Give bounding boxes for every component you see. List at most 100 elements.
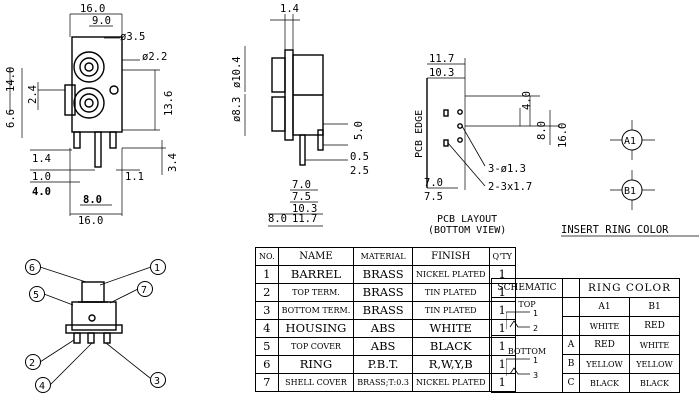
dim-side-2-5: 2.5 (350, 165, 369, 177)
dim-front-width-bottom: 16.0 (78, 215, 103, 227)
dim-front-1-0: 1.0 (32, 171, 51, 183)
bom-cell-finish: NICKEL PLATED (411, 373, 490, 392)
ring-col-a1: A1 (579, 297, 630, 317)
dim-pcb-10-3: 10.3 (429, 67, 454, 79)
ring-col-b1: B1 (629, 297, 680, 317)
jack-schematic-top-icon: 1 2 (506, 309, 538, 333)
ring-color-table: SCHEMATIC RING COLOR TOP 1 2 A1 B1 WHITE… (491, 278, 680, 393)
bom-cell-material: BRASS (353, 265, 413, 284)
bom-header-row: NO. NAME MATERIAL FINISH Q'TY (255, 247, 516, 266)
bom-cell-no: 3 (255, 301, 279, 320)
ring-b-a1: YELLOW (579, 354, 630, 374)
pcb-layout-caption: PCB LAYOUT (437, 214, 497, 225)
callout-1: 1 (154, 263, 160, 274)
dim-pcb-8-0: 8.0 (536, 121, 548, 140)
ring-c-b1: BLACK (629, 373, 680, 393)
dim-front-width-top: 16.0 (80, 3, 105, 15)
table-row: 6 RING P.B.T. R,W,Y,B 1 (255, 355, 516, 374)
ring-top-a1: WHITE (579, 316, 630, 336)
bom-cell-name: SHELL COVER (277, 373, 355, 392)
bom-header-qty: Q'TY (488, 247, 516, 266)
dim-front-1-1: 1.1 (125, 171, 144, 183)
dim-side-10-3: 10.3 (292, 203, 317, 215)
pcb-layout: 11.7 10.3 4.0 8.0 16.0 3-ø1.3 2-3x1.7 7.… (414, 53, 569, 236)
dim-side-11-7: 11.7 (292, 213, 317, 225)
bom-table: NO. NAME MATERIAL FINISH Q'TY 1 BARREL B… (255, 247, 516, 392)
dim-front-4-0: 4.0 (32, 186, 51, 198)
bom-cell-no: 6 (255, 355, 279, 374)
ring-c-a1: BLACK (579, 373, 630, 393)
table-row: B YELLOW YELLOW (492, 354, 680, 374)
dim-front-2-4: 2.4 (27, 85, 39, 104)
table-row: 5 TOP COVER ABS BLACK 1 (255, 337, 516, 356)
dim-side-dia-10-4: ø10.4 (231, 56, 243, 88)
pcb-layout-subcaption: (BOTTOM VIEW) (428, 225, 506, 236)
schematic-bottom: BOTTOM 1 3 (491, 335, 563, 393)
ring-header-schematic: SCHEMATIC (491, 278, 563, 298)
insert-ring-color: A1 B1 INSERT RING COLOR (561, 120, 699, 237)
dim-pcb-7-0: 7.0 (424, 177, 443, 189)
ring-top-b1: RED (629, 316, 680, 336)
ring-key-blank (562, 316, 580, 336)
bottom-pin-1: 1 (533, 356, 538, 365)
dim-pcb-7-5: 7.5 (424, 191, 443, 203)
bom-cell-no: 4 (255, 319, 279, 338)
dim-side-7-5: 7.5 (292, 191, 311, 203)
ring-key-blank (562, 297, 580, 317)
dim-side-5-0: 5.0 (353, 121, 365, 140)
dim-front-height: 14.0 (5, 67, 17, 92)
ring-a-a1: RED (579, 335, 630, 355)
table-row: WHITE RED (492, 316, 680, 336)
bom-cell-material: P.B.T. (353, 355, 413, 374)
dim-pcb-16-0: 16.0 (557, 123, 569, 148)
bom-cell-finish: NICKEL PLATED (411, 265, 490, 284)
bom-cell-no: 1 (255, 265, 279, 284)
dim-pcb-holes: 3-ø1.3 (488, 163, 526, 175)
dim-side-1-4: 1.4 (280, 3, 299, 15)
dim-side-8-0: 8.0 (268, 213, 287, 225)
bom-cell-material: BRASS (353, 283, 413, 302)
jack-schematic-bottom-icon: 1 3 (506, 356, 538, 380)
pcb-edge-label: PCB EDGE (414, 110, 425, 158)
exploded-view: 6 1 5 7 2 4 3 (25, 259, 166, 393)
ring-key-c: C (562, 373, 580, 393)
dim-front-3-4: 3.4 (167, 153, 179, 172)
dim-front-jack-dia: ø3.5 (120, 31, 145, 43)
dim-pcb-4-0: 4.0 (521, 91, 533, 110)
ring-key-a: A (562, 335, 580, 355)
ring-a1-label: A1 (624, 136, 636, 147)
callout-2: 2 (29, 358, 35, 369)
bom-cell-no: 2 (255, 283, 279, 302)
dim-side-0-5: 0.5 (350, 151, 369, 163)
bom-cell-name: TOP TERM. (277, 283, 355, 302)
dim-pcb-slots: 2-3x1.7 (488, 181, 532, 193)
ring-a-b1: WHITE (629, 335, 680, 355)
bom-cell-name: TOP COVER (277, 337, 355, 356)
front-view: 16.0 9.0 ø3.5 ø2.2 6.6 14.0 2.4 13.6 1.4… (5, 3, 179, 227)
bottom-pin-3: 3 (533, 371, 538, 380)
bom-cell-finish: BLACK (411, 337, 490, 356)
dim-side-7-0: 7.0 (292, 179, 311, 191)
table-row: TOP 1 2 A1 B1 (491, 297, 680, 336)
table-row: 2 TOP TERM. BRASS TIN PLATED 1 (255, 283, 516, 302)
callout-3: 3 (154, 376, 160, 387)
dim-pcb-11-7: 11.7 (429, 53, 454, 65)
bom-cell-finish: TIN PLATED (411, 301, 490, 320)
bom-cell-material: BRASS;T:0.3 (353, 373, 413, 392)
callout-5: 5 (33, 290, 39, 301)
ring-header-row: SCHEMATIC RING COLOR (491, 278, 680, 298)
bom-cell-finish: WHITE (411, 319, 490, 338)
bom-cell-no: 5 (255, 337, 279, 356)
bom-cell-name: HOUSING (277, 319, 355, 338)
bom-header-finish: FINISH (411, 247, 490, 266)
dim-front-13-6: 13.6 (163, 91, 175, 116)
callout-7: 7 (141, 285, 147, 296)
top-pin-1: 1 (533, 309, 538, 318)
callout-6: 6 (29, 263, 35, 274)
table-row: 7 SHELL COVER BRASS;T:0.3 NICKEL PLATED … (255, 373, 516, 392)
ring-b1-label: B1 (624, 186, 636, 197)
bom-cell-finish: TIN PLATED (411, 283, 490, 302)
table-row: BOTTOM 1 3 A RED WHITE (491, 335, 680, 393)
dim-front-jack-spacing: 9.0 (92, 15, 111, 27)
